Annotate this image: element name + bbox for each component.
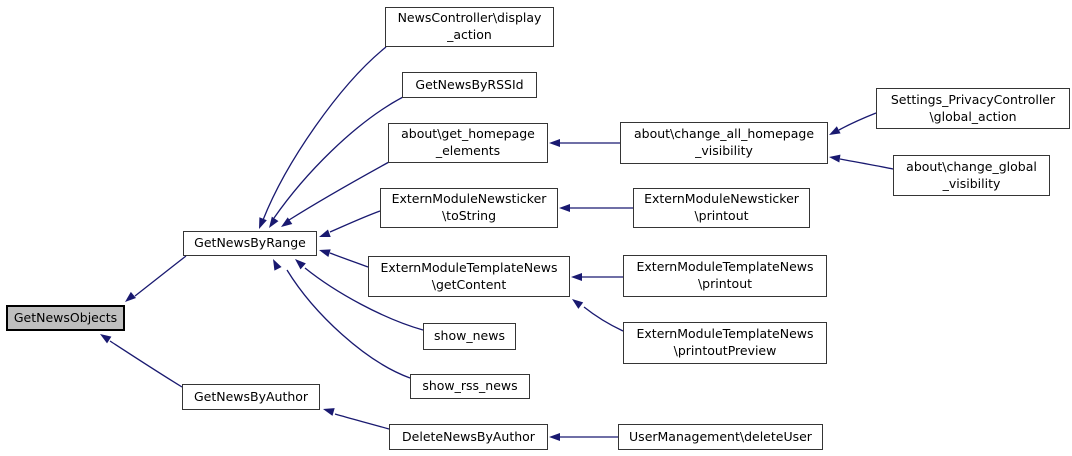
node-label: ExternModuleTemplateNews	[636, 259, 814, 275]
edge-about-get-homepage-elements-to-get-news-by-range	[281, 161, 390, 227]
node-extern-module-newsticker-printout[interactable]: ExternModuleNewsticker\printout	[633, 188, 810, 228]
node-news-controller-display-action[interactable]: NewsController\display_action	[385, 7, 554, 47]
edge-news-controller-display-action-to-get-news-by-range	[259, 46, 387, 229]
arrowhead-icon	[125, 291, 136, 302]
edge-extern-module-newsticker-tostring-to-get-news-by-range	[319, 210, 381, 237]
arrowhead-icon	[829, 154, 841, 163]
node-about-get-homepage-elements[interactable]: about\get_homepage_elements	[388, 123, 548, 163]
node-label: about\change_all_homepage	[633, 126, 815, 142]
node-label: about\change_global	[906, 158, 1037, 174]
node-label: DeleteNewsByAuthor	[402, 428, 535, 444]
edge-user-management-delete-user-to-delete-news-by-author	[549, 433, 618, 441]
edge-show-rss-news-to-get-news-by-range	[273, 259, 411, 379]
node-label: NewsController\display	[397, 10, 542, 26]
edge-get-news-by-rssid-to-get-news-by-range	[269, 96, 404, 228]
node-label: GetNewsByRSSId	[415, 76, 524, 92]
node-label: GetNewsObjects	[13, 309, 118, 325]
node-extern-module-newsticker-tostring[interactable]: ExternModuleNewsticker\toString	[380, 188, 558, 228]
node-label: GetNewsByRange	[194, 235, 306, 251]
arrowhead-icon	[281, 217, 293, 227]
node-delete-news-by-author[interactable]: DeleteNewsByAuthor	[389, 424, 548, 450]
node-label: \toString	[441, 208, 497, 223]
node-label: UserManagement\deleteUser	[629, 428, 812, 444]
edge-extern-module-newsticker-printout-to-extern-module-newsticker-tostring	[559, 204, 633, 212]
node-label: ExternModuleTemplateNews	[380, 259, 558, 275]
arrowhead-icon	[829, 126, 841, 135]
node-label: GetNewsByAuthor	[193, 388, 309, 404]
edge-extern-module-template-news-printoutpreview-to-extern-module-template-news-getcontent	[572, 299, 624, 332]
arrowhead-icon	[549, 139, 560, 147]
arrowhead-icon	[259, 217, 267, 229]
edge-delete-news-by-author-to-get-news-by-author	[323, 408, 390, 430]
arrowhead-icon	[571, 273, 582, 281]
edge-settings-privacy-controller-global-action-to-about-change-all-homepage-visibility	[829, 112, 877, 135]
node-label: \printout	[697, 276, 753, 291]
node-label: \printoutPreview	[673, 343, 777, 358]
arrowhead-icon	[319, 229, 331, 237]
node-settings-privacy-controller-global-action[interactable]: Settings_PrivacyController\global_action	[876, 88, 1070, 129]
node-show-news[interactable]: show_news	[423, 323, 516, 350]
arrowhead-icon	[549, 433, 560, 441]
edge-get-news-by-author-to-get-news-objects	[100, 334, 183, 388]
node-label: show_rss_news	[422, 378, 518, 394]
edge-get-news-by-range-to-get-news-objects	[125, 255, 187, 302]
node-label: \getContent	[431, 276, 507, 292]
arrowhead-icon	[319, 249, 331, 258]
arrowhead-icon	[273, 259, 282, 271]
node-get-news-objects: GetNewsObjects	[6, 305, 125, 331]
node-extern-module-template-news-getcontent[interactable]: ExternModuleTemplateNews\getContent	[368, 256, 570, 297]
edge-about-change-all-homepage-visibility-to-about-get-homepage-elements	[549, 139, 620, 147]
edge-extern-module-template-news-getcontent-to-get-news-by-range	[319, 249, 369, 268]
node-label: show_news	[434, 328, 505, 344]
node-label: ExternModuleNewsticker	[391, 191, 547, 207]
edge-show-news-to-get-news-by-range	[295, 259, 424, 331]
node-label: _visibility	[942, 175, 1001, 191]
arrowhead-icon	[295, 259, 306, 270]
node-get-news-by-range[interactable]: GetNewsByRange	[183, 231, 317, 256]
node-about-change-global-visibility[interactable]: about\change_global_visibility	[893, 155, 1050, 196]
node-show-rss-news[interactable]: show_rss_news	[410, 374, 530, 399]
arrowhead-icon	[323, 408, 335, 416]
node-extern-module-template-news-printoutpreview[interactable]: ExternModuleTemplateNews\printoutPreview	[623, 322, 827, 364]
arrowhead-icon	[269, 216, 279, 228]
node-label: ExternModuleTemplateNews	[636, 326, 814, 342]
node-user-management-delete-user[interactable]: UserManagement\deleteUser	[618, 424, 823, 450]
node-label: _visibility	[695, 143, 753, 158]
node-label: Settings_PrivacyController	[890, 91, 1056, 107]
node-label: \global_action	[929, 108, 1017, 124]
node-label: ExternModuleNewsticker	[644, 191, 799, 207]
node-label: about\get_homepage	[401, 126, 535, 142]
arrowhead-icon	[559, 204, 570, 212]
arrowhead-icon	[100, 334, 112, 344]
node-label: _action	[447, 27, 492, 42]
node-about-change-all-homepage-visibility[interactable]: about\change_all_homepage_visibility	[620, 122, 828, 164]
node-label: \printout	[694, 208, 749, 223]
node-extern-module-template-news-printout[interactable]: ExternModuleTemplateNews\printout	[623, 255, 827, 297]
edge-extern-module-template-news-printout-to-extern-module-template-news-getcontent	[571, 273, 623, 281]
node-get-news-by-rssid[interactable]: GetNewsByRSSId	[402, 72, 537, 98]
node-get-news-by-author[interactable]: GetNewsByAuthor	[182, 384, 320, 410]
node-label: _elements	[435, 143, 501, 158]
edge-about-change-global-visibility-to-about-change-all-homepage-visibility	[829, 154, 894, 170]
arrowhead-icon	[572, 299, 584, 309]
